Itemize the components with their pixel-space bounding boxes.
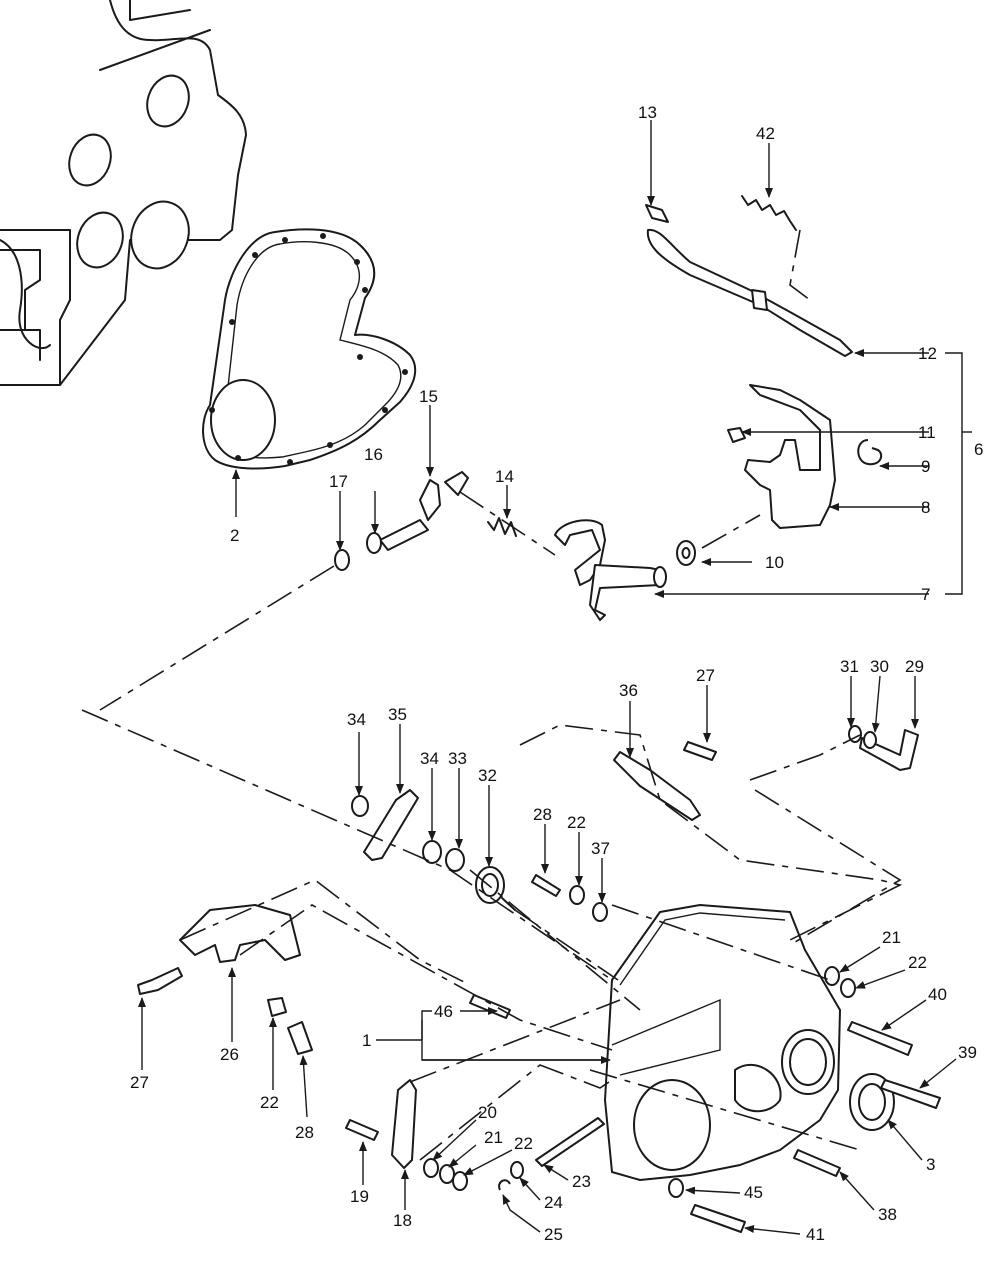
callout-33: 33 <box>448 749 467 768</box>
callout-25: 25 <box>544 1225 563 1244</box>
callout-28-left: 28 <box>295 1123 314 1142</box>
callout-22-left: 22 <box>260 1093 279 1112</box>
callout-6: 6 <box>974 440 983 459</box>
callout-8: 8 <box>921 498 930 517</box>
callout-23: 23 <box>572 1172 591 1191</box>
front-cover-gasket <box>202 228 417 470</box>
callout-20: 20 <box>478 1103 497 1122</box>
callout-32: 32 <box>478 766 497 785</box>
callout-15: 15 <box>419 387 438 406</box>
callout-34-a: 34 <box>347 710 366 729</box>
callout-3: 3 <box>926 1155 935 1174</box>
callout-29: 29 <box>905 657 924 676</box>
middle-small-parts <box>351 725 919 922</box>
callout-22-lower: 22 <box>514 1134 533 1153</box>
callout-39: 39 <box>958 1043 977 1062</box>
assembly-lines <box>81 709 903 1161</box>
callout-36: 36 <box>619 681 638 700</box>
callout-19: 19 <box>350 1187 369 1206</box>
callout-12: 12 <box>918 344 937 363</box>
callout-31: 31 <box>840 657 859 676</box>
callout-2: 2 <box>230 526 239 545</box>
callout-21-left: 21 <box>484 1128 503 1147</box>
callout-9: 9 <box>921 457 930 476</box>
engine-block <box>0 0 247 386</box>
callout-14: 14 <box>495 467 514 486</box>
callout-10: 10 <box>765 553 784 572</box>
callout-21-right: 21 <box>882 928 901 947</box>
callout-37: 37 <box>591 839 610 858</box>
leader-lines <box>138 120 972 1235</box>
left-bracket-group <box>137 904 511 1055</box>
callout-41: 41 <box>806 1225 825 1244</box>
callout-numbers: 13 42 12 11 6 9 8 10 7 2 15 14 17 16 36 … <box>130 103 983 1244</box>
callout-35: 35 <box>388 705 407 724</box>
callout-22-right: 22 <box>908 953 927 972</box>
callout-17: 17 <box>329 472 348 491</box>
callout-42: 42 <box>756 124 775 143</box>
callout-7: 7 <box>921 585 930 604</box>
callout-27-top: 27 <box>696 666 715 685</box>
governor-linkage <box>99 195 883 711</box>
gasket-bolt-holes <box>209 233 408 465</box>
callout-24: 24 <box>544 1193 563 1212</box>
callout-46: 46 <box>434 1002 453 1021</box>
callout-40: 40 <box>928 985 947 1004</box>
callout-28-top: 28 <box>533 805 552 824</box>
callout-27-left: 27 <box>130 1073 149 1092</box>
callout-1: 1 <box>362 1031 371 1050</box>
callout-34-b: 34 <box>420 749 439 768</box>
callout-22-top: 22 <box>567 813 586 832</box>
callout-18: 18 <box>393 1211 412 1230</box>
callout-16: 16 <box>364 445 383 464</box>
callout-11: 11 <box>918 423 936 442</box>
callout-30: 30 <box>870 657 889 676</box>
callout-38: 38 <box>878 1205 897 1224</box>
callout-26: 26 <box>220 1045 239 1064</box>
front-cover-housing <box>345 904 941 1233</box>
callout-45: 45 <box>744 1183 763 1202</box>
callout-13: 13 <box>638 103 657 122</box>
